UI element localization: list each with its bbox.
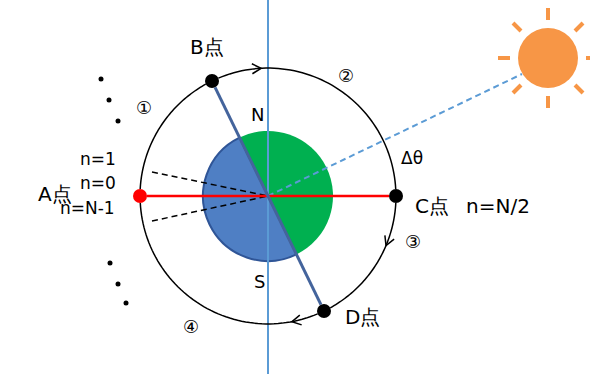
arrow-head [252,64,261,74]
sun-ray [498,56,510,60]
connector-group [140,203,317,325]
step-line [152,196,268,221]
step-label: Δθ [401,150,423,167]
ellipsis-dot [107,98,112,103]
sun-direction [268,74,522,196]
callout-number: ③ [405,233,421,251]
earth: NS [203,131,333,261]
sun-ray [546,96,550,108]
step-label: n=N-1 [60,200,115,217]
step-label: n=1 [80,151,116,168]
node-label: D点 [345,307,380,327]
arrow-head [385,235,394,245]
orbit-point: C点n=N/2 [389,189,403,203]
straight-connector [147,195,389,198]
orbit-arc [140,203,317,324]
node-label: S [254,273,265,291]
night-side [203,138,296,261]
point-shape [389,189,403,203]
sun-disc [518,28,578,88]
orbit-point: A点 [133,189,147,203]
connector-group [330,203,396,308]
sun-ray [575,23,583,31]
node-label: N [251,106,264,124]
ellipsis-dot [124,301,129,306]
step-line [152,172,268,196]
sun-ray [513,23,521,31]
sun-ray [513,85,521,93]
callout-number: ① [136,99,152,117]
ellipsis-dot [99,77,104,82]
step-label: n=0 [80,175,116,192]
sun [498,8,590,108]
earth-shape [203,131,333,261]
point-shape [317,304,331,318]
straight-connector [215,87,321,304]
sun-ray [546,8,550,20]
vertical-axis [267,0,269,374]
orbit-point: B点 [205,74,219,88]
orbit-arc [330,203,396,308]
callout-number: ② [338,67,354,85]
point-shape [205,74,219,88]
connector-group [218,64,395,189]
ellipsis-dot [116,282,121,287]
point-dot [389,189,403,203]
sun-ray [575,85,583,93]
connector-group [147,196,389,197]
connector-group [215,87,321,304]
node-label: C点 [415,196,449,216]
node-label: n=N/2 [466,196,530,216]
orbit-arc [218,68,395,189]
ellipsis-dot [108,261,113,266]
arrow-head [292,315,302,325]
point-dot [317,304,331,318]
point-dot [133,189,147,203]
point-dot [205,74,219,88]
callout-number: ④ [183,318,199,336]
node-label: B点 [190,37,224,57]
orbit-point: D点 [317,304,331,318]
ellipsis-dot [116,119,121,124]
sun-ray [586,56,590,60]
point-shape [133,189,147,203]
